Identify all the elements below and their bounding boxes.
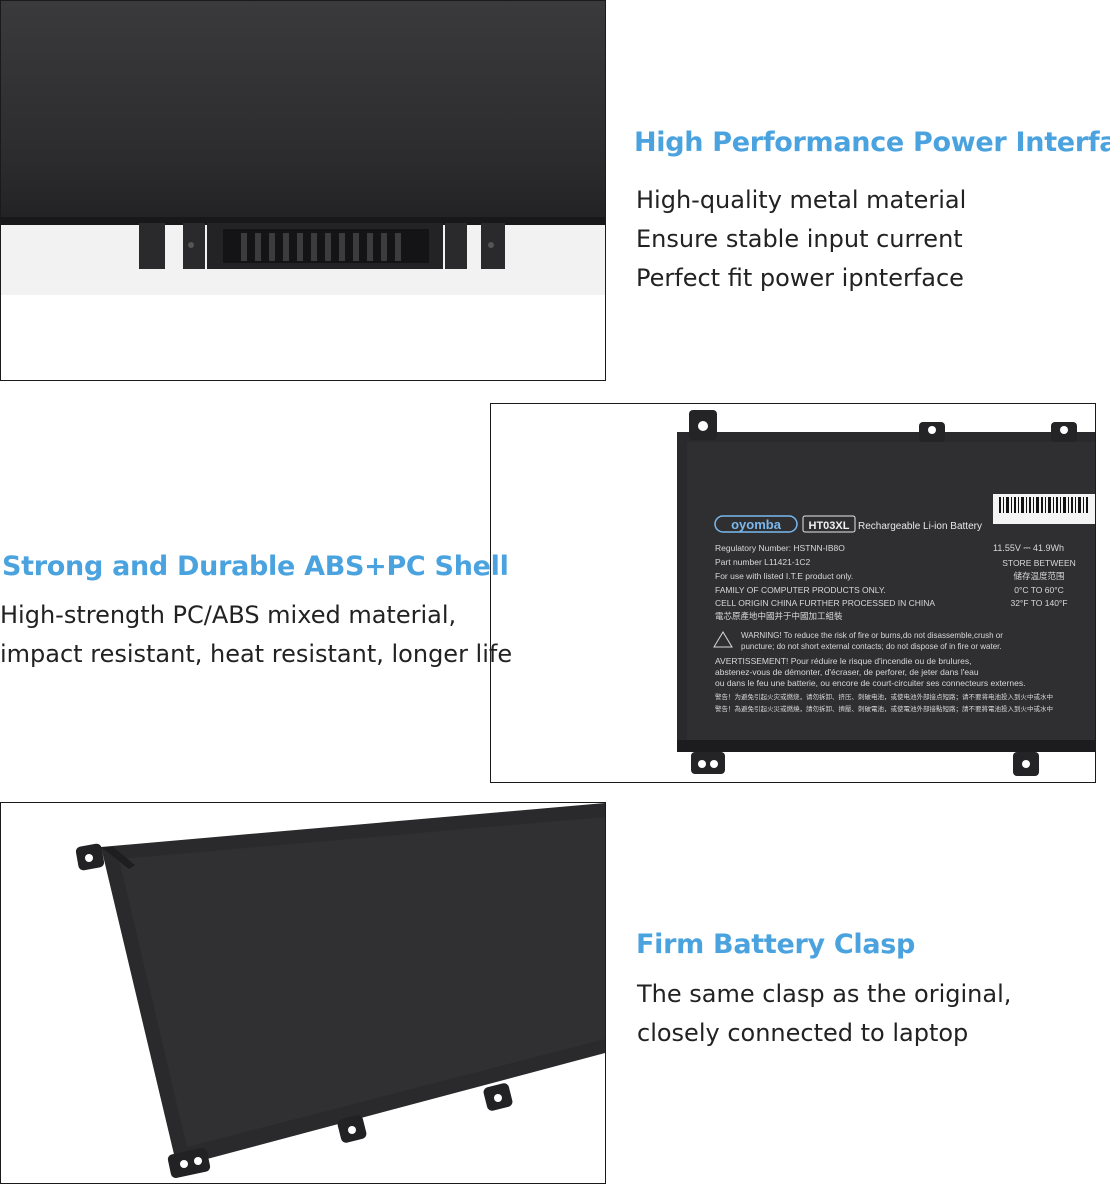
temperature-celsius: 0°C TO 60°C <box>1014 585 1063 595</box>
avertissement-text: AVERTISSEMENT! Pour réduire le risque d'… <box>715 656 971 666</box>
avertissement-text: ou dans le feu une batterie, ou encore d… <box>715 678 1025 688</box>
regulatory-number: Regulatory Number: HSTNN-IB8O <box>715 543 845 553</box>
section1-title: High Performance Power Interface <box>634 127 1110 158</box>
section2-line: impact resistant, heat resistant, longer… <box>0 640 513 668</box>
section1-line: High-quality metal material <box>636 186 967 214</box>
battery-type: Rechargeable Li-ion Battery <box>858 521 982 532</box>
warning-text: WARNING! To reduce the risk of fire or b… <box>741 631 1003 640</box>
battery-spec: 11.55V ⎓ 41.9Wh <box>993 543 1064 553</box>
power-interface-photo <box>0 0 606 381</box>
warning-icon <box>713 631 733 648</box>
family-note: FAMILY OF COMPUTER PRODUCTS ONLY. <box>715 585 886 595</box>
part-number: Part number L11421-1C2 <box>715 557 811 567</box>
warning-text-tw: 警告！為避免引起火災或燃燒，請勿拆卸、擠壓、刺破電池，或使電池外部接點短路；請不… <box>715 704 1053 713</box>
section3-line: The same clasp as the original, <box>637 980 1012 1008</box>
brand-logo: oyomba <box>731 517 782 532</box>
battery-clasp-photo <box>0 802 606 1184</box>
warning-text: puncture; do not short external contacts… <box>741 642 1002 651</box>
origin-note: CELL ORIGIN CHINA FURTHER PROCESSED IN C… <box>715 598 935 608</box>
battery-clasp-image <box>1 803 605 1183</box>
section3-line: closely connected to laptop <box>637 1019 969 1047</box>
ite-note: For use with listed I.T.E product only. <box>715 571 853 581</box>
avertissement-text: abstenez-vous de démonter, d'écraser, de… <box>715 667 979 677</box>
section1-line: Perfect fit power ipnterface <box>636 264 964 292</box>
battery-label-photo: oyomba HT03XL Rechargeable Li-ion Batter… <box>490 403 1096 783</box>
battery-connector-image <box>1 1 605 295</box>
section1-line: Ensure stable input current <box>636 225 963 253</box>
section2-line: High-strength PC/ABS mixed material, <box>0 601 457 629</box>
store-between: STORE BETWEEN <box>1002 558 1076 568</box>
section2-title: Strong and Durable ABS+PC Shell <box>2 551 509 582</box>
store-between-cn: 储存温度范围 <box>1013 571 1064 581</box>
warning-text-cn: 警告！为避免引起火灾或燃烧，请勿拆卸、挤压、刺破电池，或使电池外部接点短路；请不… <box>715 692 1053 701</box>
battery-label-image: oyomba HT03XL Rechargeable Li-ion Batter… <box>491 404 1095 782</box>
model-number: HT03XL <box>809 520 850 532</box>
section3-title: Firm Battery Clasp <box>636 929 916 960</box>
temperature-fahrenheit: 32°F TO 140°F <box>1010 598 1067 608</box>
origin-note-cn: 電芯原產地中國并于中國加工組裝 <box>715 611 843 621</box>
